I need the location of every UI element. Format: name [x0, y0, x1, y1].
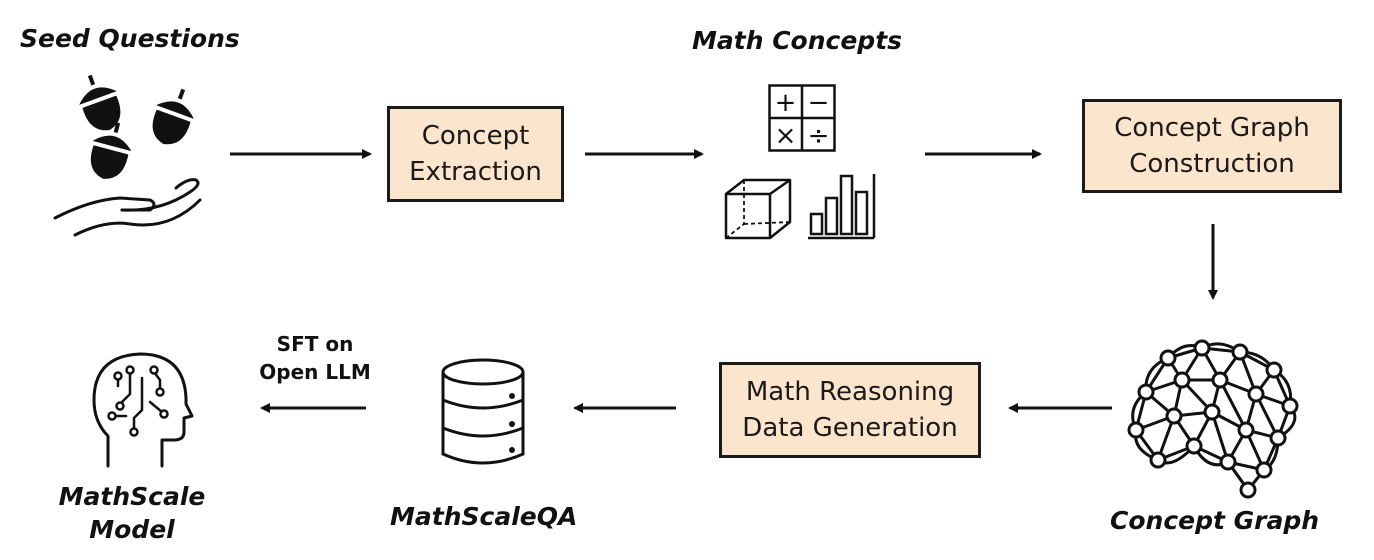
concept-extraction-line2: Extraction	[409, 157, 542, 187]
graph-node	[1159, 349, 1177, 367]
data-generation-line1: Math Reasoning	[745, 377, 955, 407]
graph-node	[1193, 339, 1211, 357]
model-label: MathScale Model	[42, 480, 222, 546]
data-generation-box: Math Reasoning Data Generation	[719, 362, 981, 458]
database-icon	[441, 358, 525, 465]
seed-questions-label: Seed Questions	[20, 24, 240, 53]
graph-node	[1149, 451, 1167, 469]
cube-icon	[724, 178, 792, 240]
graph-node	[1247, 385, 1265, 403]
graph-edge	[1210, 411, 1230, 463]
graph-node	[1211, 371, 1229, 389]
data-generation-line2: Data Generation	[742, 413, 958, 443]
sft-label-line1: SFT on	[276, 332, 354, 356]
graph-edge	[1218, 379, 1248, 431]
model-label-line2: Model	[89, 515, 175, 544]
calculator-icon: + − × ÷	[768, 84, 836, 152]
minus-symbol: −	[808, 88, 830, 118]
graph-node	[1173, 371, 1191, 389]
divide-symbol: ÷	[808, 121, 830, 151]
concept-extraction-line1: Concept	[421, 121, 530, 151]
graph-node	[1239, 481, 1257, 499]
concept-extraction-box: Concept Extraction	[387, 106, 564, 202]
graph-node	[1203, 403, 1221, 421]
plus-symbol: +	[775, 88, 797, 118]
model-label-line1: MathScale	[58, 482, 206, 511]
ai-head-icon	[92, 352, 194, 468]
graph-node	[1127, 421, 1145, 439]
graph-node	[1255, 461, 1273, 479]
graph-node	[1237, 421, 1255, 439]
concept-graph-brain-icon	[1127, 339, 1299, 499]
graph-node	[1219, 453, 1237, 471]
graph-construction-line2: Construction	[1129, 149, 1295, 179]
mathscaleqa-label: MathScaleQA	[390, 502, 578, 531]
concept-graph-label: Concept Graph	[1110, 506, 1320, 535]
bar-chart-icon	[808, 174, 876, 240]
hand-acorns-icon	[53, 74, 202, 237]
graph-construction-box: Concept Graph Construction	[1082, 99, 1342, 193]
graph-node	[1269, 429, 1287, 447]
math-concepts-label: Math Concepts	[692, 26, 903, 55]
graph-construction-line1: Concept Graph	[1114, 113, 1310, 143]
graph-node	[1185, 437, 1203, 455]
graph-node	[1165, 407, 1183, 425]
graph-node	[1137, 383, 1155, 401]
graph-node	[1265, 361, 1283, 379]
graph-node	[1231, 343, 1249, 361]
times-symbol: ×	[775, 121, 797, 151]
sft-label: SFT on Open LLM	[245, 330, 385, 386]
graph-node	[1281, 397, 1299, 415]
sft-label-line2: Open LLM	[259, 360, 371, 384]
